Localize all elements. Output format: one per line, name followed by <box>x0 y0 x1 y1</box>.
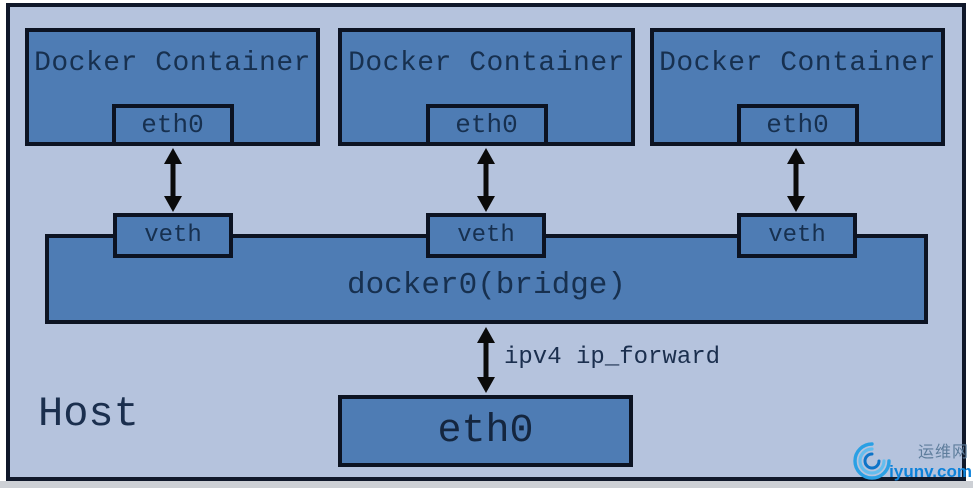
veth-box-2: veth <box>426 213 546 258</box>
container-eth0-label: eth0 <box>766 110 829 140</box>
ip-forward-label: ipv4 ip_forward <box>504 344 721 371</box>
veth-box-3: veth <box>737 213 857 258</box>
host-eth0-box: eth0 <box>338 395 633 467</box>
watermark-site-name: 运维网 <box>917 444 969 461</box>
veth-label: veth <box>144 222 202 249</box>
watermark: 运维网 iyunv.com <box>850 436 972 484</box>
veth-label: veth <box>457 222 515 249</box>
docker-container-label: Docker Container <box>659 48 936 79</box>
docker0-bridge-label: docker0(bridge) <box>346 268 627 303</box>
veth-label: veth <box>768 222 826 249</box>
bottom-strip <box>0 481 973 488</box>
container-eth0-label: eth0 <box>455 110 518 140</box>
watermark-site-url: iyunv.com <box>889 462 972 481</box>
docker-container-box-3: Docker Container eth0 <box>650 28 945 146</box>
container-eth0-box: eth0 <box>111 104 234 146</box>
docker-container-box-2: Docker Container eth0 <box>338 28 635 146</box>
docker-container-box-1: Docker Container eth0 <box>25 28 320 146</box>
container-eth0-box: eth0 <box>425 104 548 146</box>
host-eth0-label: eth0 <box>437 408 534 454</box>
docker-container-label: Docker Container <box>34 48 311 79</box>
docker-container-label: Docker Container <box>348 48 625 79</box>
swirl-logo-icon <box>853 442 891 480</box>
container-eth0-label: eth0 <box>141 110 204 140</box>
container-eth0-box: eth0 <box>736 104 859 146</box>
host-label: Host <box>38 390 139 438</box>
veth-box-1: veth <box>113 213 233 258</box>
